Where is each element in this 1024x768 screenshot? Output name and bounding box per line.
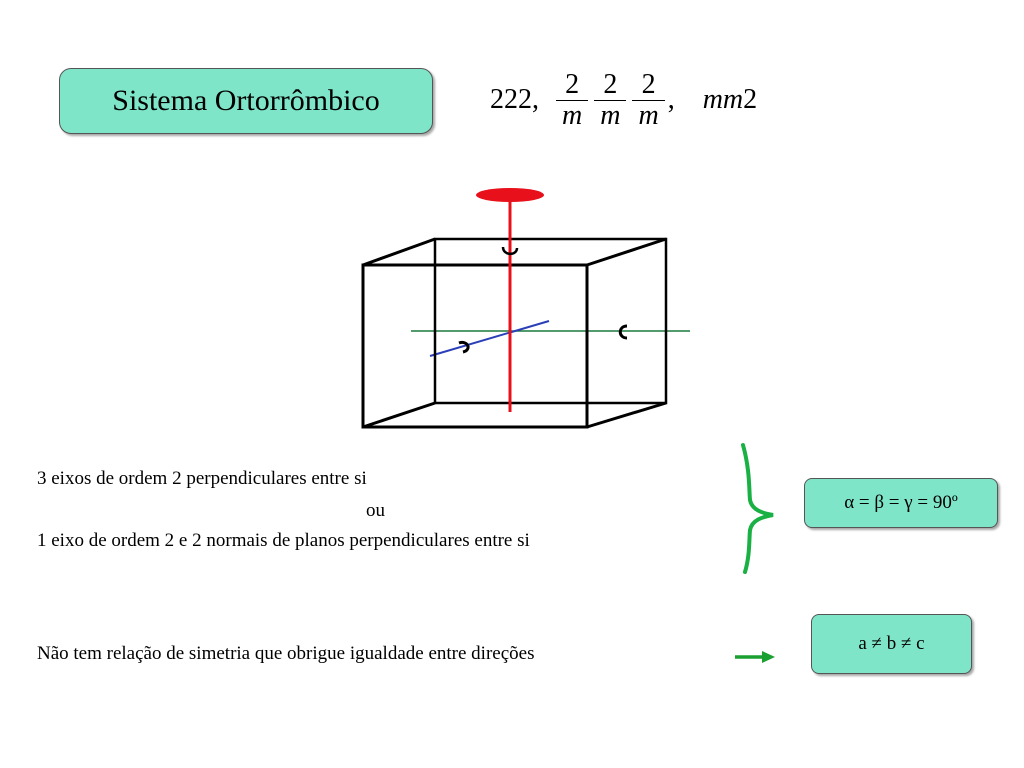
fraction-1-num: 2 [565,68,580,100]
curly-brace-icon [741,443,774,574]
fraction-1: 2 m [556,68,589,131]
text-line-2: ou [366,500,385,521]
depth-axis [429,320,550,357]
fraction-3: 2 m [632,68,665,131]
rotation-arrow-top-icon [501,246,519,256]
fraction-3-num: 2 [641,68,656,100]
title-box: Sistema Ortorrômbico [59,68,433,134]
formula-mm-2: 2 [743,84,758,115]
angles-box: α = β = γ = 90º [804,478,998,528]
formula-222: 222, [490,84,539,115]
mirror-plane-disc [476,188,544,202]
rotation-arrow-left-icon [458,340,470,354]
fraction-2-num: 2 [603,68,618,100]
axes-text: a ≠ b ≠ c [858,633,925,654]
page-title: Sistema Ortorrômbico [112,84,380,117]
arrow-head-icon [762,651,775,663]
text-line-1: 3 eixos de ordem 2 perpendiculares entre… [37,468,367,489]
fraction-1-den: m [556,99,589,131]
formula-mm: mm [702,84,744,115]
prism-box [361,237,668,429]
text-line-4: Não tem relação de simetria que obrigue … [37,643,535,664]
rotation-arrow-right-icon [618,324,628,340]
axes-box: a ≠ b ≠ c [811,614,972,674]
fraction-2: 2 m [594,68,627,131]
text-line-3: 1 eixo de ordem 2 e 2 normais de planos … [37,530,530,551]
fraction-3-den: m [632,99,665,131]
formula-comma: , [667,84,675,115]
angles-text: α = β = γ = 90º [844,492,958,513]
fraction-2-den: m [594,99,627,131]
